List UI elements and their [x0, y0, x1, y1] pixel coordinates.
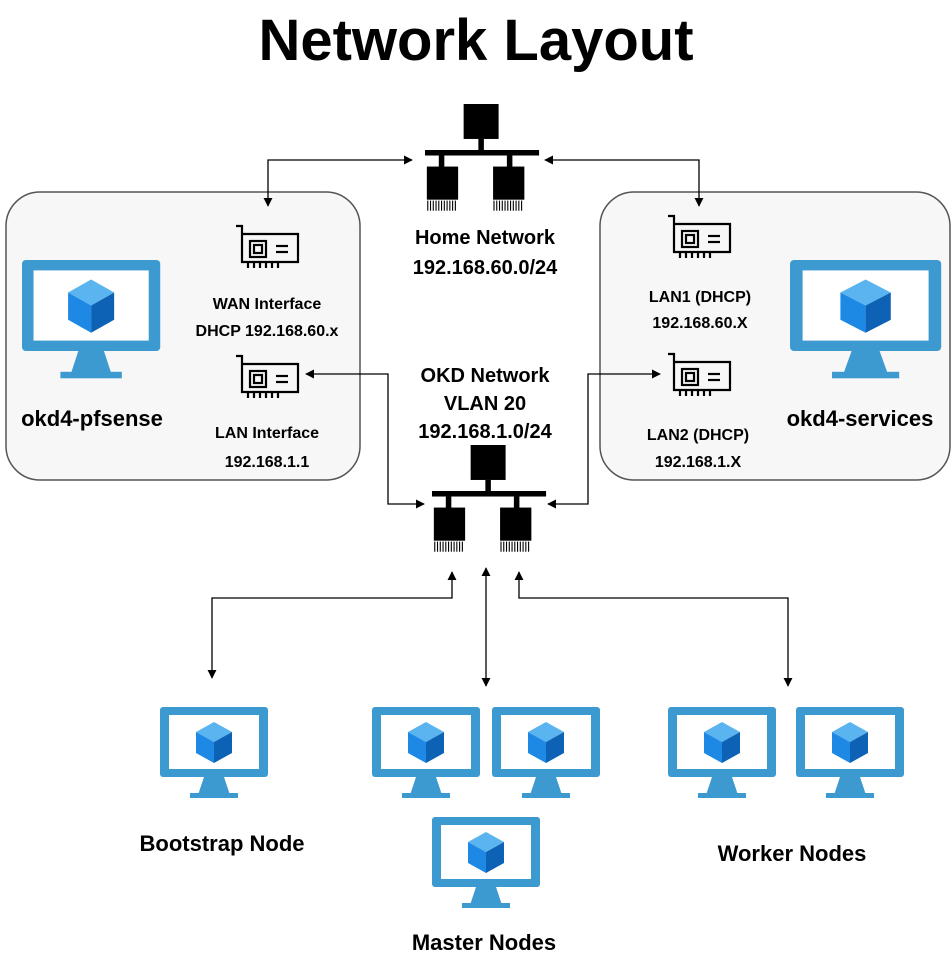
link-okd-to-bootstrap	[207, 571, 457, 679]
lan1-name: LAN1 (DHCP)	[649, 289, 751, 306]
worker-nodes-label: Worker Nodes	[718, 841, 867, 866]
okd-network-vlan: VLAN 20	[444, 393, 526, 415]
master-node-1-icon	[372, 707, 480, 798]
okd-network-name: OKD Network	[421, 365, 551, 387]
home-network-switch-icon	[424, 103, 540, 212]
master-nodes-label: Master Nodes	[412, 930, 556, 955]
lan1-address: 192.168.60.X	[652, 315, 748, 332]
wan-interface-name: WAN Interface	[213, 296, 322, 313]
diagram-title: Network Layout	[258, 8, 693, 73]
lan2-name: LAN2 (DHCP)	[647, 427, 749, 444]
home-network-name: Home Network	[415, 227, 556, 249]
bootstrap-node-label: Bootstrap Node	[140, 831, 305, 856]
okd-network-subnet: 192.168.1.0/24	[418, 421, 552, 443]
worker-node-2-icon	[796, 707, 904, 798]
lan2-address: 192.168.1.X	[655, 454, 742, 471]
lan-interface-name: LAN Interface	[215, 425, 319, 442]
link-lan2-to-okd	[547, 369, 661, 509]
worker-node-1-icon	[668, 707, 776, 798]
connection-lines	[207, 155, 793, 687]
home-network-subnet: 192.168.60.0/24	[413, 257, 558, 279]
services-label: okd4-services	[787, 406, 934, 431]
link-home-to-lan1	[544, 155, 704, 207]
wan-interface-address: DHCP 192.168.60.x	[196, 323, 339, 340]
link-lan-to-okd	[305, 369, 425, 509]
link-home-to-wan	[263, 155, 413, 207]
okd-network-switch-icon	[431, 444, 547, 553]
link-okd-to-workers	[514, 571, 793, 687]
lan-interface-address: 192.168.1.1	[225, 454, 310, 471]
pfsense-label: okd4-pfsense	[21, 406, 163, 431]
master-node-2-icon	[492, 707, 600, 798]
master-node-3-icon	[432, 817, 540, 908]
bootstrap-node-icon	[160, 707, 268, 798]
